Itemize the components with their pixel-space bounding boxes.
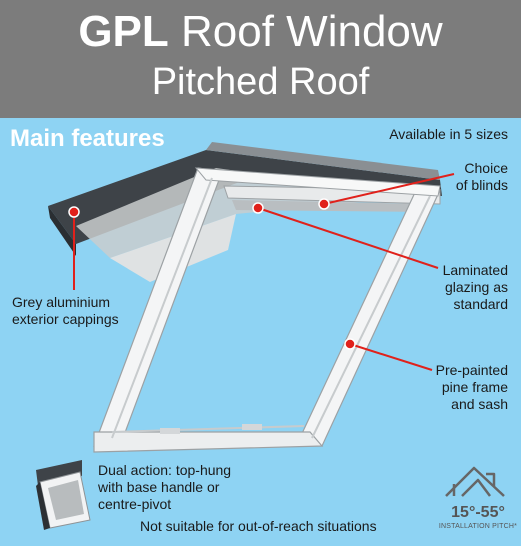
dual-action-note: Dual action: top-hung with base handle o… <box>98 462 232 512</box>
header-banner: GPL Roof Window Pitched Roof <box>0 0 521 118</box>
callout-frame: Pre-painted pine frame and sash <box>435 362 508 412</box>
title-rest: Roof Window <box>181 7 443 56</box>
callout-line-blinds <box>323 173 455 205</box>
callout-line-frame <box>349 343 433 371</box>
disclaimer: Not suitable for out-of-reach situations <box>140 518 377 534</box>
callout-cappings: Grey aluminium exterior cappings <box>12 294 119 327</box>
availability-note: Available in 5 sizes <box>389 126 508 142</box>
callout-glazing: Laminated glazing as standard <box>442 262 508 312</box>
section-title: Main features <box>10 125 165 152</box>
callout-dot-frame <box>344 338 356 350</box>
page-title: GPL Roof Window <box>0 6 521 58</box>
callout-blinds: Choice of blinds <box>455 160 508 193</box>
pitch-badge: 15°-55° INSTALLATION PITCH* <box>438 504 518 531</box>
product-code: GPL <box>78 7 169 56</box>
callout-dot-cappings <box>68 206 80 218</box>
pitch-caption: INSTALLATION PITCH* <box>438 523 518 530</box>
callout-dot-glazing <box>252 202 264 214</box>
window-thumbnail <box>36 460 91 530</box>
page-subtitle: Pitched Roof <box>151 61 370 103</box>
callout-dot-blinds <box>318 198 330 210</box>
pitch-range: 15°-55° <box>451 504 505 521</box>
callout-lines <box>73 173 455 371</box>
roof-pitch-icon <box>445 466 505 497</box>
callout-line-glazing <box>257 207 439 269</box>
